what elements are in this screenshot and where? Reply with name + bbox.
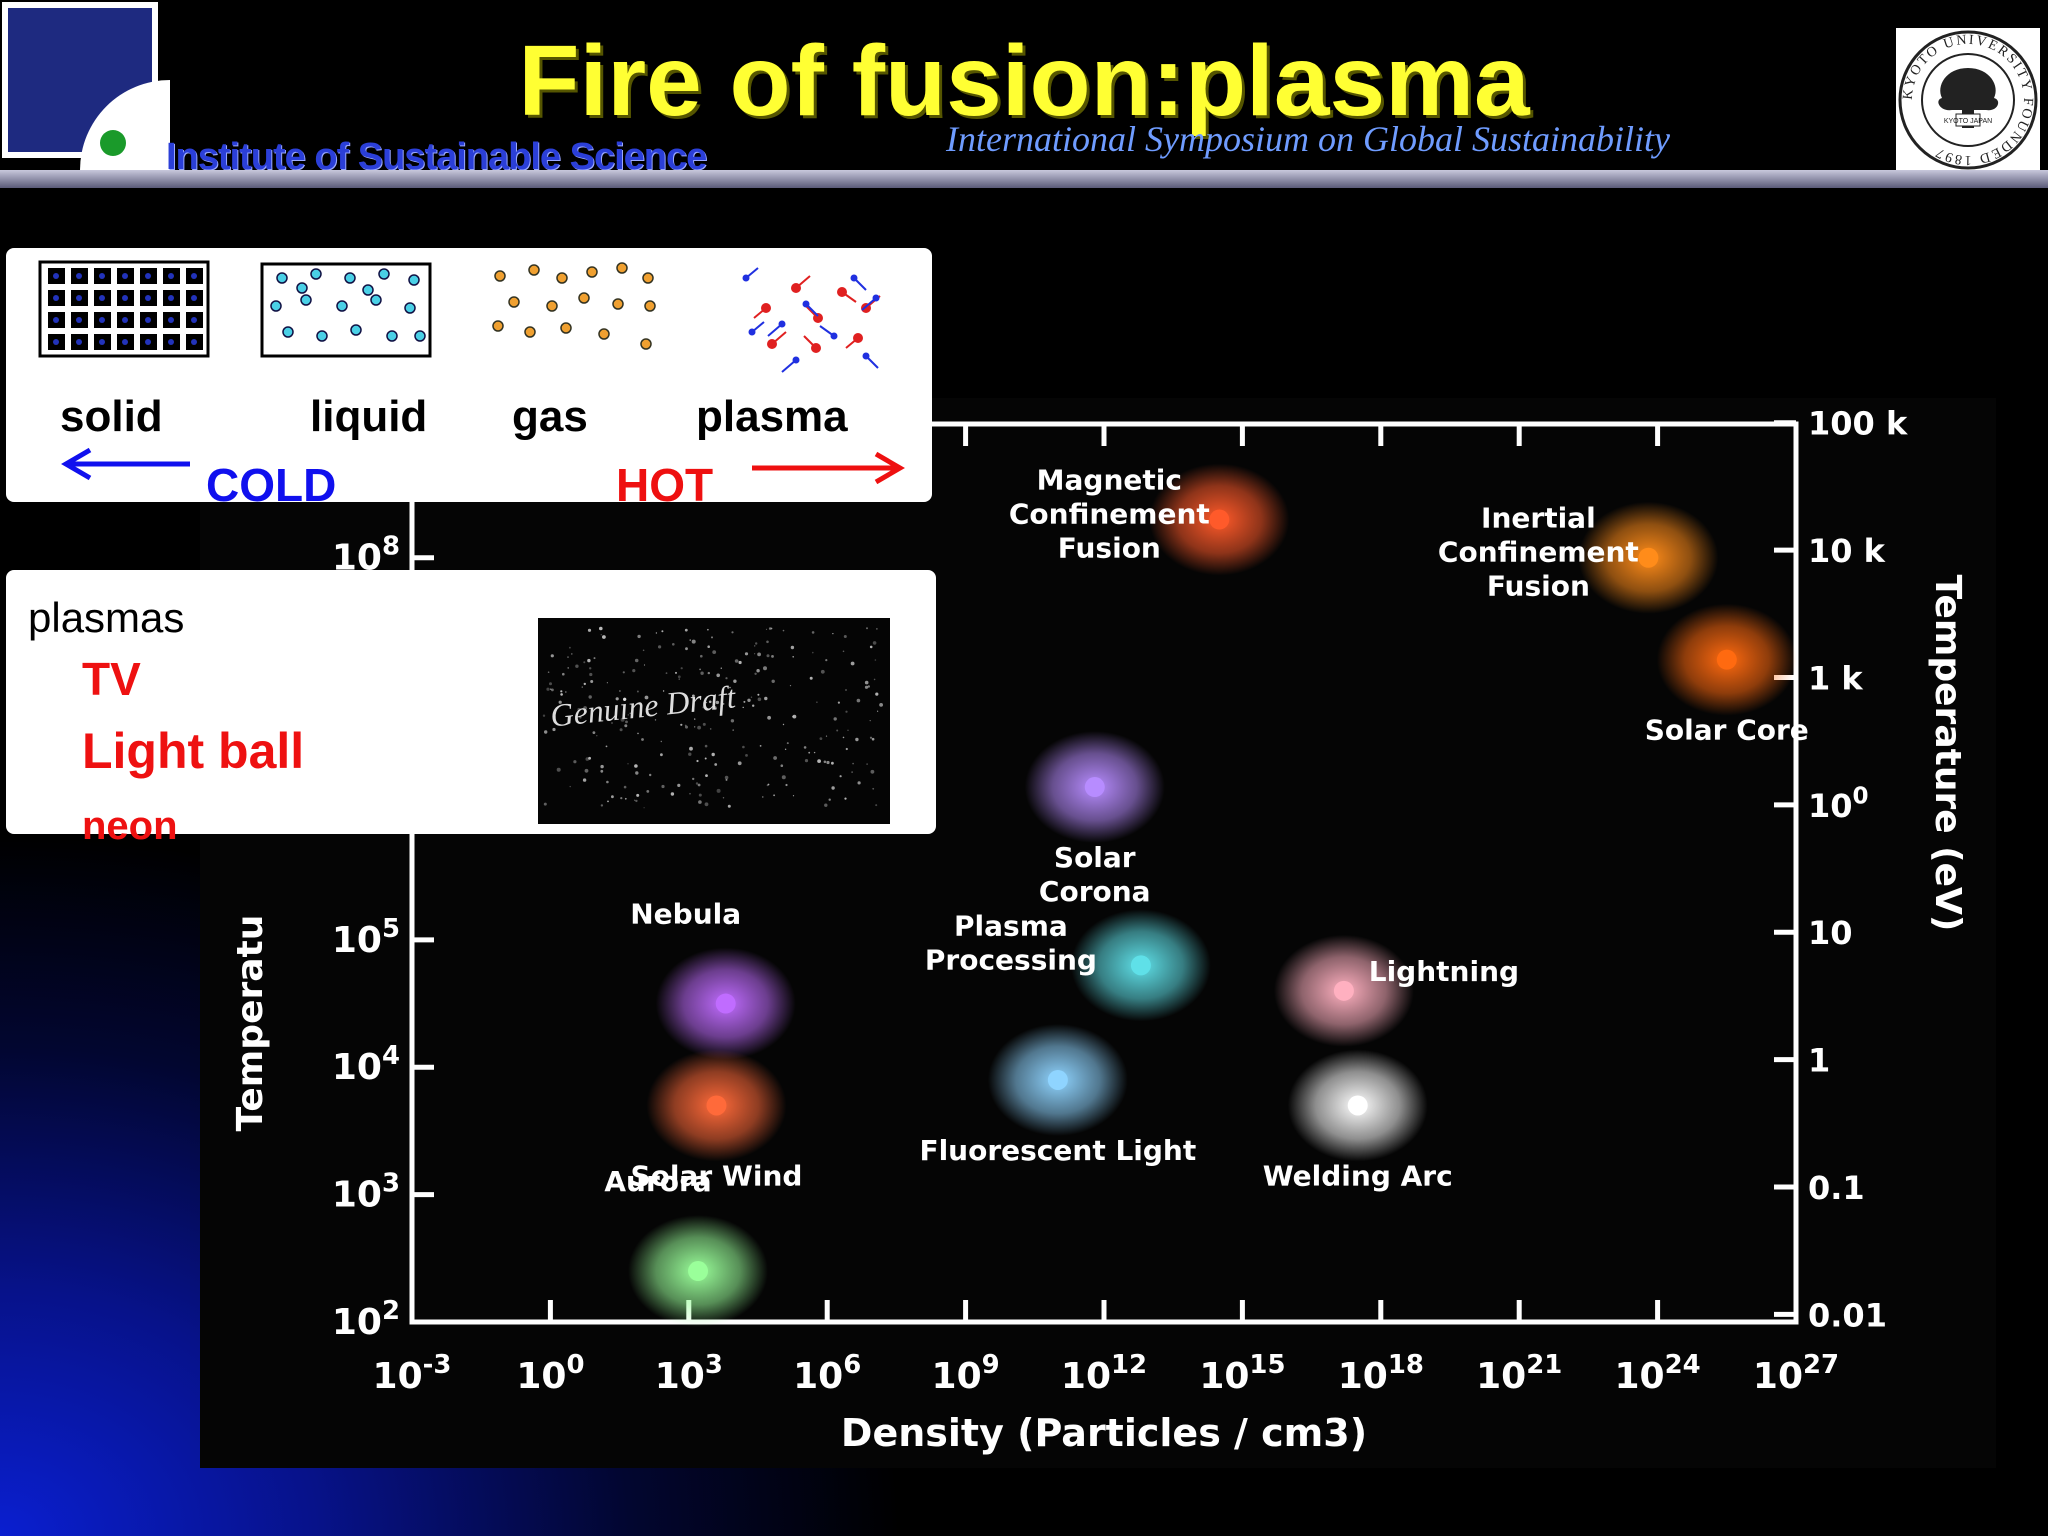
- point-magnetic-confinement-fusion: [1149, 463, 1290, 576]
- green-dot-icon: [100, 130, 126, 156]
- states-of-matter-panel: solid liquid gas plasma COLD HOT: [6, 248, 932, 511]
- x-tick-label: 109: [932, 1350, 1000, 1397]
- header-divider: [0, 170, 2048, 188]
- y-tick-label-right: 10 k: [1808, 532, 1886, 570]
- y-axis-label-left: Temperatu: [230, 915, 271, 1132]
- state-plasma-label: plasma: [696, 392, 848, 441]
- state-liquid-label: liquid: [310, 392, 428, 441]
- y-tick-label-right: 100: [1808, 783, 1869, 824]
- university-seal: KYOTO UNIVERSITY FOUNDED 1897 KYOTO JAPA…: [1896, 28, 2040, 172]
- point-fluorescent-light: [987, 1023, 1128, 1136]
- seal-center-text: KYOTO JAPAN: [1944, 118, 1992, 125]
- point-label-aurora: Aurora: [604, 1165, 711, 1198]
- y-tick-label-right: 10: [1808, 914, 1853, 952]
- hot-arrow-icon: [752, 451, 905, 485]
- state-solid-label: solid: [60, 392, 163, 441]
- state-gas-label: gas: [512, 392, 588, 441]
- state-diagrams: [38, 260, 881, 373]
- point-label-nebula: Nebula: [630, 898, 741, 931]
- examples-title: plasmas: [28, 594, 185, 641]
- y-tick-label-left: 102: [332, 1296, 400, 1343]
- x-tick-label: 1024: [1615, 1350, 1701, 1397]
- x-tick-label: 1018: [1338, 1350, 1424, 1397]
- point-welding-arc: [1287, 1049, 1428, 1162]
- point-lightning: [1273, 934, 1414, 1047]
- x-tick-label: 106: [793, 1350, 861, 1397]
- point-nebula: [655, 947, 796, 1060]
- hot-label: HOT: [616, 459, 714, 511]
- y-tick-label-right: 100 k: [1808, 405, 1908, 443]
- y-axis-label-right: Temperature (eV): [1927, 575, 1968, 932]
- point-label-lightning: Lightning: [1369, 955, 1519, 988]
- tree-icon: [1938, 68, 1999, 128]
- slide-header: Institute of Sustainable Science Fire of…: [0, 0, 2048, 188]
- x-tick-label: 100: [516, 1350, 584, 1397]
- y-tick-label-right: 0.1: [1808, 1169, 1865, 1207]
- point-label-welding-arc: Welding Arc: [1263, 1159, 1453, 1192]
- cold-arrow-icon: [61, 447, 190, 481]
- x-tick-label: 1012: [1061, 1350, 1147, 1397]
- y-tick-label-left: 104: [332, 1041, 400, 1088]
- cold-label: COLD: [206, 459, 337, 511]
- point-inertial-confinement-fusion: [1578, 501, 1719, 614]
- point-aurora: [628, 1215, 769, 1328]
- point-solar-corona: [1024, 731, 1165, 844]
- point-solar-core: [1656, 603, 1797, 716]
- x-axis-label: Density (Particles / cm3): [841, 1411, 1367, 1455]
- y-tick-label-right: 0.01: [1808, 1296, 1887, 1334]
- x-tick-label: 10-3: [373, 1350, 452, 1397]
- point-label-solar-core: Solar Core: [1645, 714, 1809, 747]
- symposium-name: International Symposium on Global Sustai…: [946, 119, 1670, 159]
- neon-sign-photo: Genuine Draft: [538, 618, 890, 824]
- y-tick-label-right: 1 k: [1808, 659, 1863, 697]
- example-tv: TV: [82, 653, 141, 705]
- x-tick-label: 103: [655, 1350, 723, 1397]
- institute-logo: [2, 2, 170, 170]
- y-tick-label-left: 103: [332, 1169, 400, 1216]
- plasma-particles-icon: [742, 267, 881, 373]
- point-label-fluorescent-light: Fluorescent Light: [919, 1134, 1196, 1167]
- point-plasma-processing: [1070, 909, 1211, 1022]
- x-tick-label: 1015: [1199, 1350, 1285, 1397]
- example-light-ball: Light ball: [82, 723, 305, 779]
- y-tick-label-left: 105: [332, 914, 400, 961]
- point-label-solar-wind: Solar Wind: [631, 1159, 803, 1192]
- gas-particles-icon: [492, 262, 656, 350]
- liquid-particles-icon: [260, 262, 432, 358]
- plasma-examples-panel: plasmas TV Light ball neon Genuine Draft: [6, 570, 936, 848]
- point-solar-wind: [646, 1049, 787, 1162]
- x-tick-label: 1021: [1476, 1350, 1562, 1397]
- example-neon: neon: [82, 804, 178, 848]
- slide-title: Fire of fusion:plasma: [518, 25, 1530, 137]
- x-tick-label: 1027: [1753, 1350, 1839, 1397]
- y-tick-label-right: 1: [1808, 1042, 1830, 1080]
- solid-lattice-icon: [38, 260, 210, 358]
